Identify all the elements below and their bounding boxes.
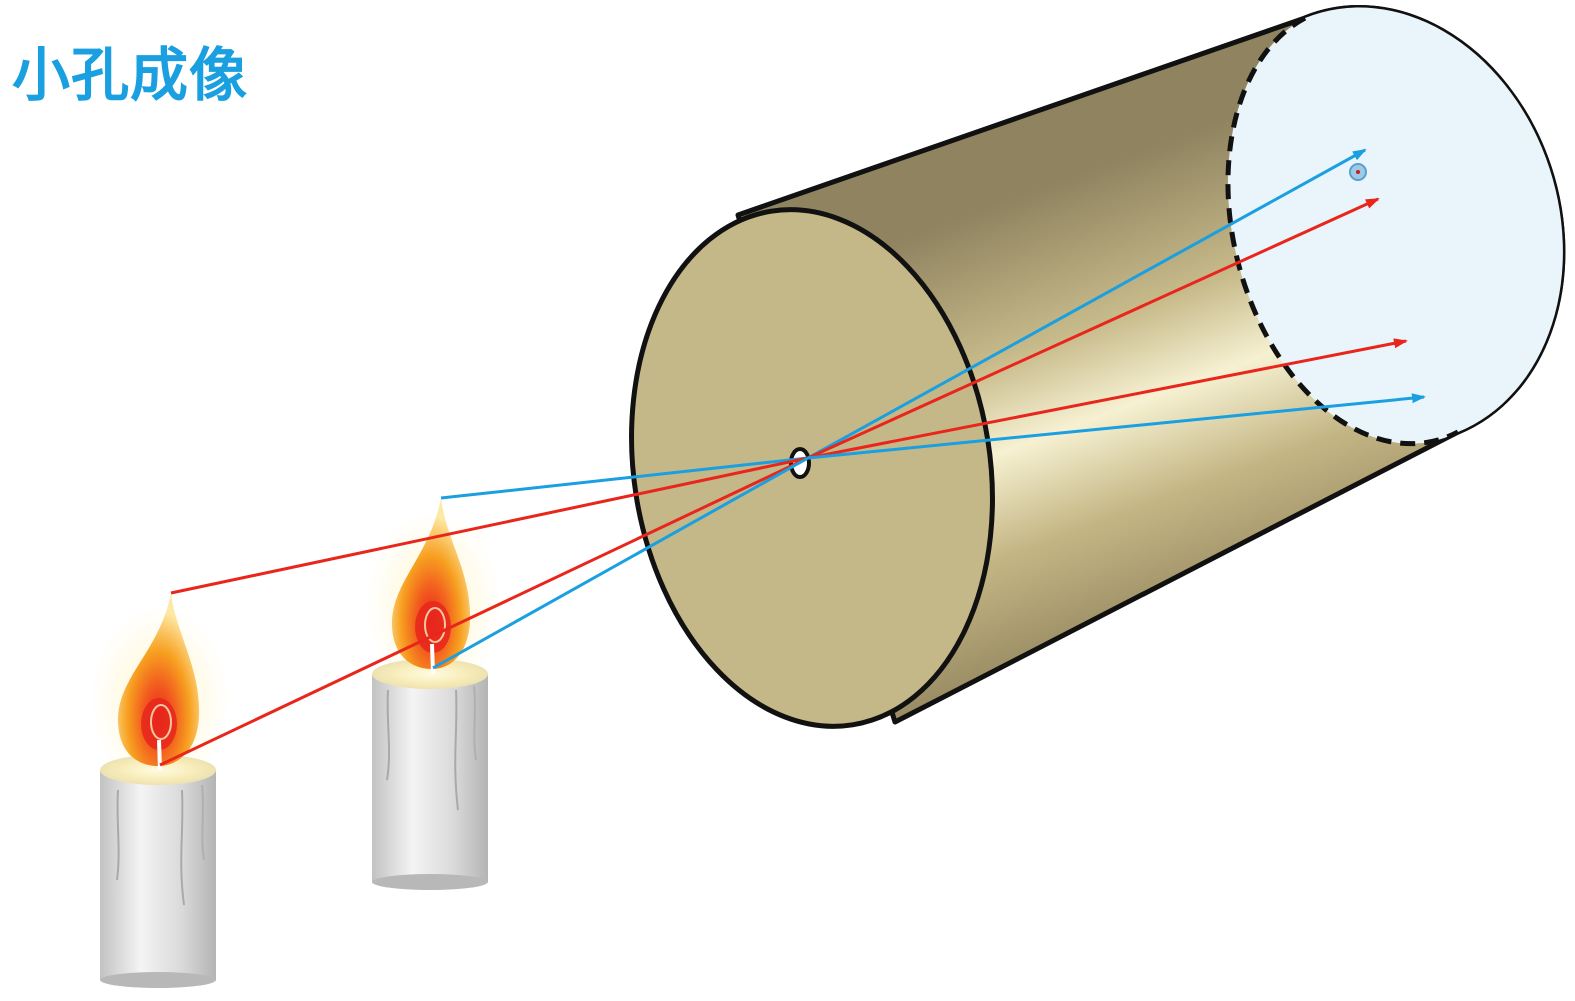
candle-far [366,498,502,890]
ray-red-from-near-wick [159,456,809,767]
image-rays [807,148,1426,460]
projection-screen [1227,7,1563,444]
ray-blue-from-far-wick [432,456,809,670]
cylinder-tube [629,5,1566,729]
page-title: 小孔成像 [12,41,249,109]
object-rays [159,456,809,767]
candle-top [372,659,488,689]
candle-wick [157,739,162,771]
screen-hidden-edge [1225,15,1460,447]
candle-body [100,770,216,980]
ray-red-to-bottom [807,338,1408,460]
candle-near [90,593,230,988]
candle-wick [430,643,435,675]
ray-blue-to-top [807,148,1367,460]
ray-blue-to-bottom [807,393,1426,460]
ray-blue-from-far-flame-tip [440,456,809,500]
candle-flame [117,593,200,766]
ray-red-from-near-flame-tip [170,456,809,595]
candle-body [372,674,488,882]
ray-red-to-top [807,197,1380,460]
